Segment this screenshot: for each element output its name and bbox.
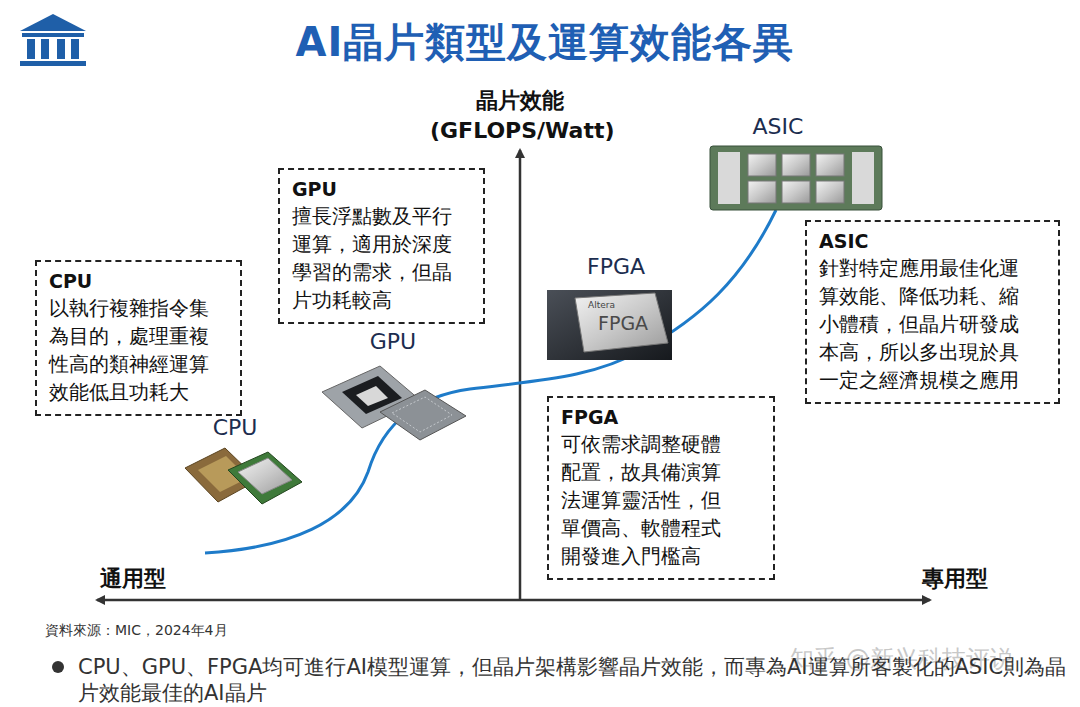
gpu-die-mark	[356, 386, 388, 406]
chip-name: ASIC	[740, 113, 816, 141]
asic-heatsink	[782, 154, 810, 176]
chip-name: CPU	[200, 414, 270, 442]
axis-end-label: 專用型	[922, 565, 1012, 593]
description-box: GPU擅長浮點數及平行運算，適用於深度學習的需求，但晶片功耗較高	[278, 168, 485, 324]
axis-end-label: 通用型	[100, 565, 190, 593]
source-note: 資料來源：MIC，2024年4月	[45, 621, 345, 639]
fpga-photo-bg	[547, 290, 672, 360]
fpga-chip	[575, 293, 668, 352]
cpu-chip-image	[185, 448, 302, 504]
chip-brand: Altera	[588, 300, 638, 311]
asic-board-image	[710, 146, 882, 210]
y-axis	[519, 150, 522, 600]
gpu-chip-image	[322, 366, 466, 440]
asic-connector	[852, 152, 874, 204]
box-heading: ASIC	[819, 228, 1046, 254]
logo-column	[71, 39, 79, 59]
cpu-chip-board	[228, 452, 302, 504]
chip-name: FPGA	[573, 253, 659, 281]
axis-title: 晶片效能 (GFLOPS/Watt)	[430, 86, 610, 146]
box-body: 可依需求調整硬體配置，故具備演算法運算靈活性，但單價高、軟體程式開發進入門檻高	[561, 430, 733, 570]
caption-bullet	[52, 661, 64, 673]
asic-heatsink	[782, 181, 810, 203]
box-body: 擅長浮點數及平行運算，適用於深度學習的需求，但晶片功耗較高	[292, 202, 464, 314]
logo-icon	[20, 14, 86, 66]
logo-base	[20, 61, 86, 66]
box-body: 以執行複雜指令集為目的，處理重複性高的類神經運算效能低且功耗大	[49, 294, 221, 406]
box-heading: FPGA	[561, 404, 761, 430]
box-heading: GPU	[292, 176, 471, 202]
description-box: CPU以執行複雜指令集為目的，處理重複性高的類神經運算效能低且功耗大	[35, 260, 242, 416]
caption: CPU、GPU、FPGA均可進行AI模型運算，但晶片架構影響晶片效能，而專為AI…	[78, 654, 1068, 706]
description-box: ASIC針對特定應用最佳化運算效能、降低功耗、縮小體積，但晶片研發成本高，所以多…	[805, 220, 1060, 404]
asic-heatsink	[748, 154, 776, 176]
description-box: FPGA可依需求調整硬體配置，故具備演算法運算靈活性，但單價高、軟體程式開發進入…	[547, 396, 775, 580]
fpga-chip-image	[547, 290, 672, 360]
cpu-heat-spreader	[238, 458, 292, 494]
asic-heatsink	[816, 181, 844, 203]
asic-heatsink	[816, 154, 844, 176]
gpu-bga-balls	[392, 397, 452, 432]
logo-beam	[22, 33, 84, 37]
logo-column	[57, 39, 65, 59]
gpu-bga	[380, 390, 466, 440]
logo-column	[27, 39, 35, 59]
chip-marking: FPGA	[598, 312, 668, 334]
logo-column	[41, 39, 49, 59]
asic-connector	[718, 152, 740, 204]
box-heading: CPU	[49, 268, 228, 294]
title: AI晶片類型及運算效能各異	[170, 16, 920, 68]
box-body: 針對特定應用最佳化運算效能、降低功耗、縮小體積，但晶片研發成本高，所以多出現於具…	[819, 254, 1033, 394]
asic-heatsink	[748, 181, 776, 203]
x-axis	[97, 599, 930, 602]
chip-name: GPU	[358, 328, 428, 356]
asic-board	[710, 146, 882, 210]
logo-roof	[20, 14, 86, 31]
